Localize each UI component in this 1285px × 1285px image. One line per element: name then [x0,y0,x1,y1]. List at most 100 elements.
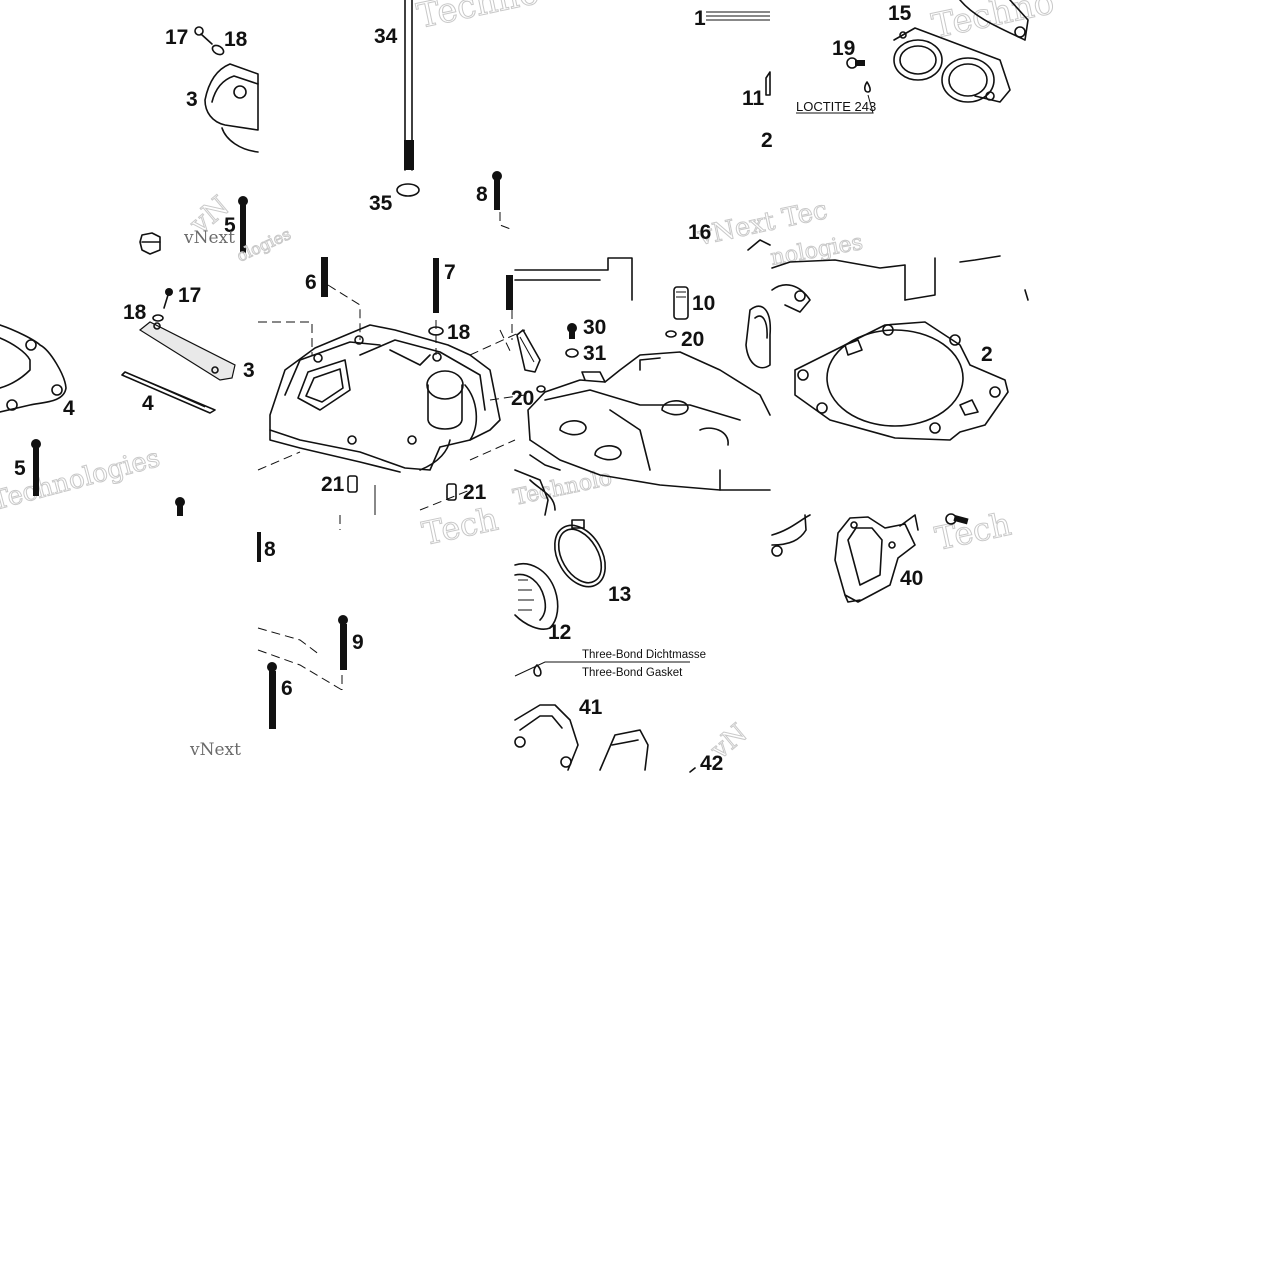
callout-1: 1 [694,7,706,30]
screw-17-top [194,26,213,45]
callout-20: 20 [681,328,704,351]
screw-17-mid [163,288,173,309]
cap-nut [139,232,161,255]
callout-13: 13 [608,583,631,606]
hose-clamp-13 [553,519,607,588]
loctite-note: LOCTITE 243 [796,99,876,114]
callout-2: 2 [761,129,773,152]
watermark-layer: Techno Techno vNext Tec vN nologies Tech… [0,0,1058,767]
valve-cover-3-top [204,63,259,153]
bolt-5-left [31,439,41,496]
dowel-pin-21-right [446,483,457,501]
intake-flange-15 [893,0,1029,103]
callout-34: 34 [374,25,398,48]
watermark-text: Technolo [511,466,614,511]
stud-mid-right [506,275,513,310]
callout-labels: 17 18 3 34 35 8 1 11 2 15 19 5 16 6 7 18… [14,2,993,775]
callout-17: 17 [165,26,188,49]
callout-19: 19 [832,37,855,60]
cylinder-fragment [771,255,1029,313]
callout-2: 2 [981,343,993,366]
bolt-6-top [321,257,328,297]
intake-rubber-12 [514,563,559,630]
o-ring-18-top [211,44,225,56]
callout-11: 11 [742,87,765,110]
valve-part-center [516,329,541,373]
callout-3: 3 [186,88,198,111]
loctite-leader [796,94,874,114]
watermark-text: vNext [183,228,235,248]
callout-18: 18 [123,301,147,324]
callout-6: 6 [305,271,317,294]
sealant-note-de: Three-Bond Dichtmasse [582,649,706,661]
bolt-19 [846,57,865,69]
bolt-8-top [492,171,502,210]
cylinder-head-cover [269,324,501,473]
bolt-9 [338,615,348,670]
cover-41 [514,704,579,771]
callout-20: 20 [511,387,534,410]
valve-part-10 [673,286,689,320]
annotation-notes: LOCTITE 243 Three-Bond Dichtmasse Three-… [582,99,876,679]
callout-10: 10 [692,292,715,315]
callout-40: 40 [900,567,923,590]
loctite-drop [863,81,871,93]
callout-8: 8 [476,183,488,206]
washer-35 [396,183,420,197]
watermark-text: Techno [414,0,543,37]
sealant-drop [533,664,542,677]
gasket-4-mid [121,371,216,414]
sealant-note-en: Three-Bond Gasket [582,667,683,679]
watermark-text: Tech [932,505,1015,558]
long-stud-34 [404,0,414,171]
callout-16: 16 [688,221,711,244]
callout-30: 30 [583,316,606,339]
callout-18: 18 [447,321,471,344]
bolt-6-bottom [267,662,277,729]
o-ring-20-left [536,385,546,393]
assembly-dash-lines [257,284,526,691]
bolt-8-bottom [257,532,261,562]
stud-7 [433,258,439,313]
o-ring-20-right [665,330,677,338]
leader-dash [499,212,514,231]
callout-42: 42 [700,752,723,775]
callout-21: 21 [463,481,487,504]
cover-40 [834,514,919,603]
callout-15: 15 [888,2,912,25]
bolt-30 [567,323,577,339]
watermark-text: Tech [419,500,502,553]
part-11 [765,71,771,96]
callout-7: 7 [444,261,456,284]
callout-35: 35 [369,192,393,215]
bolt-small-bottom [175,497,185,516]
gasket-fragment-right [771,514,811,557]
part-1-lines [706,11,770,21]
watermark-text: Technologies [0,443,163,517]
washer-31 [565,348,579,358]
callout-5: 5 [224,214,236,237]
screw-bottom-right [945,513,969,525]
callout-31: 31 [583,342,607,365]
callout-5: 5 [14,457,26,480]
watermark-text: vNext [189,740,241,760]
callout-41: 41 [579,696,603,719]
callout-17: 17 [178,284,201,307]
cover-42 [599,729,696,773]
o-ring-18-mid [152,314,164,322]
callout-12: 12 [548,621,571,644]
callout-8: 8 [264,538,276,561]
cylinder-base-gasket-2 [794,321,1009,441]
cylinder-head [514,239,772,516]
callout-4: 4 [63,397,75,420]
gasket-4-left [0,324,67,413]
callout-21: 21 [321,473,345,496]
dowel-pin-21-left [347,475,358,493]
callout-18: 18 [224,28,248,51]
bolt-5-top [238,196,248,253]
callout-4: 4 [142,392,154,415]
sealant-leader [514,661,690,677]
valve-cover-3-mid [138,321,236,381]
